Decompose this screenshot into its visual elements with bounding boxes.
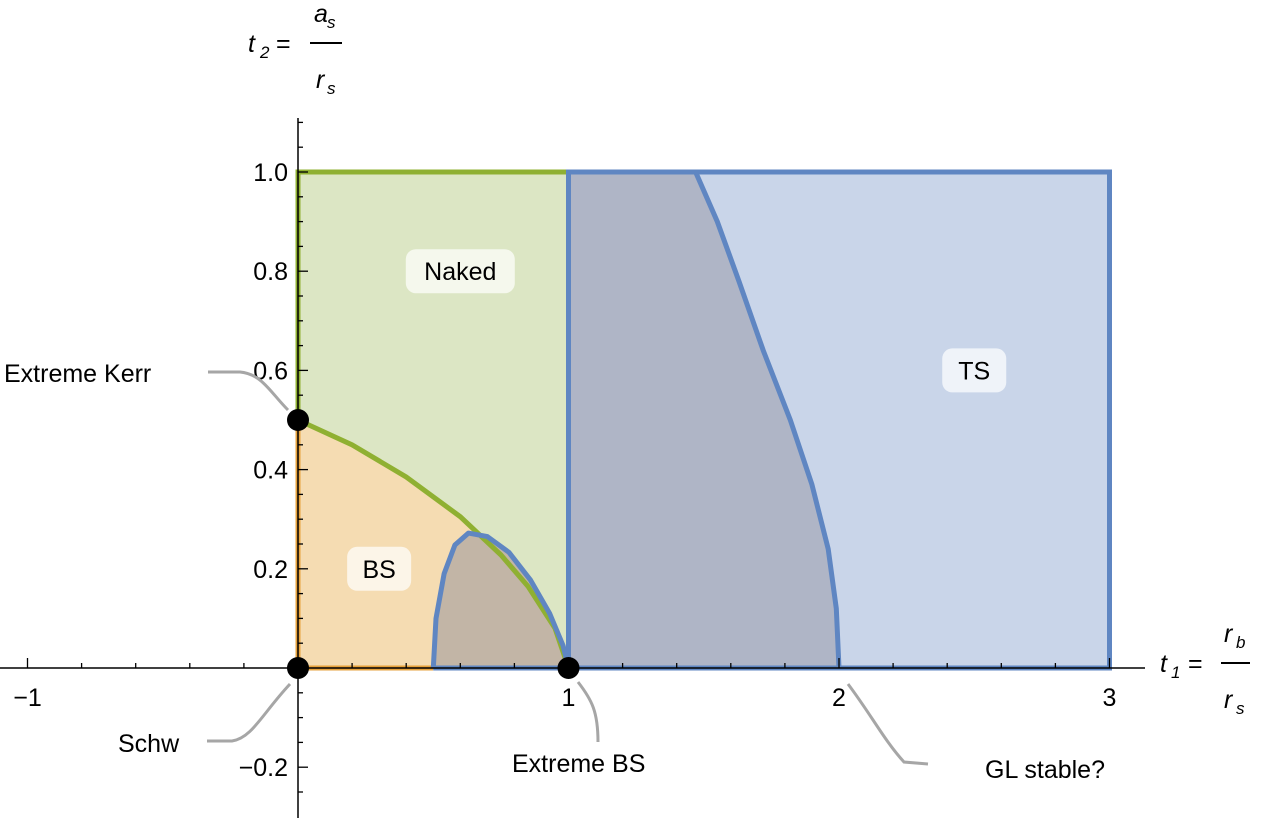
svg-text:r: r (1224, 686, 1234, 714)
point-schw (287, 657, 309, 679)
svg-text:a: a (314, 0, 328, 28)
callout-schw: Schw (118, 730, 180, 758)
gl-boundary-line (693, 170, 842, 669)
x-tick-label: 3 (1103, 684, 1117, 712)
region-label-bg-ts (942, 348, 1007, 393)
svg-text:s: s (327, 79, 336, 98)
x-tick-label: 2 (832, 684, 846, 712)
svg-text:2: 2 (259, 43, 270, 62)
svg-text:r: r (1224, 620, 1234, 648)
point-extreme-kerr (287, 409, 309, 431)
small-lobe-fill (433, 533, 569, 668)
svg-text:b: b (1236, 633, 1245, 652)
y-tick-label: 0.2 (253, 556, 288, 584)
leader-gl-stable (846, 683, 929, 766)
point-extreme-bs (557, 657, 580, 679)
callout-extreme-kerr: Extreme Kerr (4, 360, 151, 388)
svg-text:t: t (248, 30, 256, 58)
ts-overlap-fill (568, 172, 839, 668)
leader-schw (207, 682, 292, 743)
small-lobe-boundary (430, 530, 571, 671)
x-tick-label: 1 (562, 684, 576, 712)
y-tick-label: 0.4 (253, 457, 288, 485)
svg-text:=: = (276, 30, 291, 58)
leader-extreme-bs (576, 681, 600, 743)
svg-text:r: r (316, 66, 326, 94)
region-label-bg-naked (405, 249, 515, 294)
callout-extreme-bs: Extreme BS (512, 750, 645, 778)
region-label-ts: TS (958, 357, 990, 385)
svg-text:=: = (1188, 650, 1203, 678)
callout-leaders (207, 370, 929, 766)
y-tick-label: 1.0 (253, 159, 288, 187)
x-tick-label: −1 (13, 684, 42, 712)
region-label-bs: BS (362, 556, 395, 584)
leader-extreme-kerr (208, 370, 290, 412)
axes: −1 1 2 3 −0.2 0.2 0.4 0.6 0.8 1.0 (0, 118, 1145, 818)
special-points (287, 409, 580, 679)
y-tick-label: −0.2 (239, 754, 288, 782)
svg-text:1: 1 (1171, 663, 1180, 682)
y-tick-label: 0.8 (253, 258, 288, 286)
x-axis-label: t 1 = r b r s (1160, 620, 1250, 718)
region-label-naked: Naked (424, 258, 496, 286)
callout-gl-stable: GL stable? (985, 756, 1105, 784)
svg-text:t: t (1160, 650, 1168, 678)
svg-text:s: s (1236, 699, 1245, 718)
y-tick-label: 0.6 (253, 357, 288, 385)
svg-text:s: s (327, 13, 336, 32)
region-label-bg-bs (347, 546, 412, 591)
region-fills (298, 172, 1110, 668)
y-axis-label: t 2 = a s r s (248, 0, 342, 98)
